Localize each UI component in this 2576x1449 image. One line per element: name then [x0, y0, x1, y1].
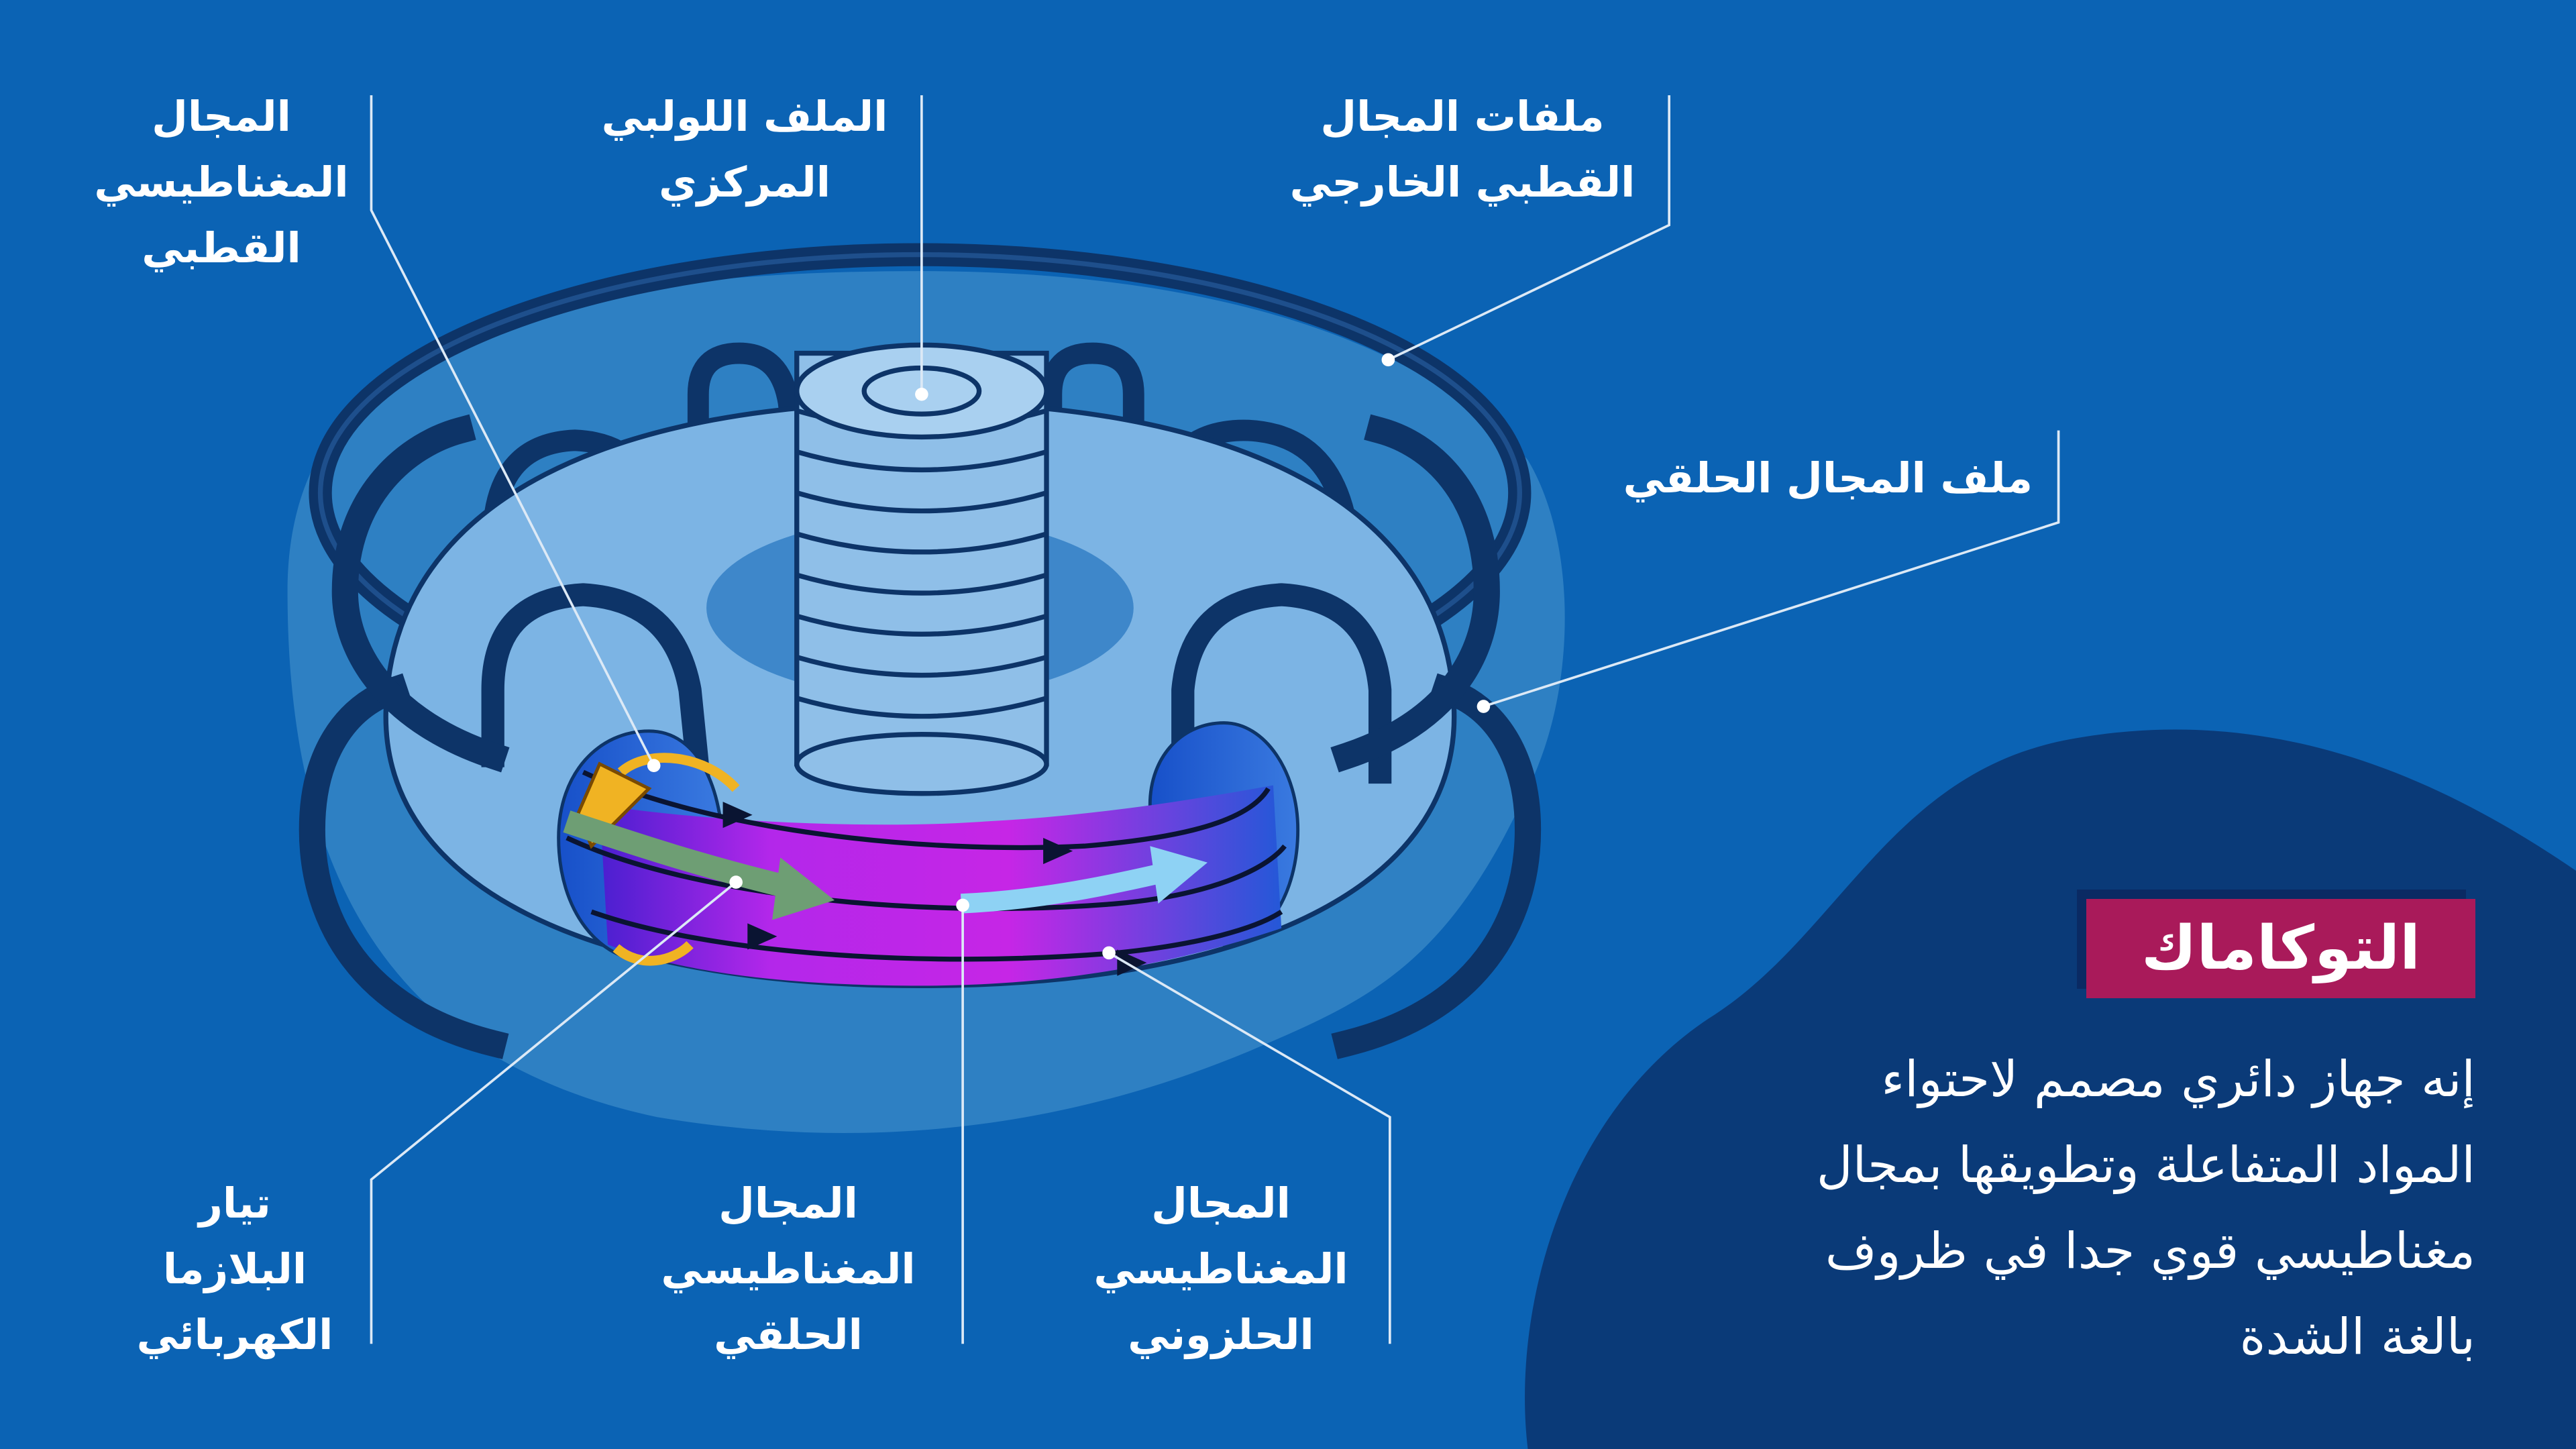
panel-description: إنه جهاز دائري مصمم لاحتواء المواد المتف… — [1816, 1051, 2475, 1366]
leader-lines — [370, 95, 2060, 1344]
central-solenoid — [794, 342, 1049, 796]
label-central-solenoid: الملف اللولبي المركزي — [601, 92, 888, 207]
label-helical-field: المجال المغناطيسي الحلزوني — [1093, 1179, 1348, 1359]
label-toroidal-field: المجال المغناطيسي الحلقي — [661, 1179, 916, 1359]
leader-dots — [647, 353, 1491, 960]
label-outer-poloidal-coils: ملفات المجال القطبي الخارجي — [1289, 92, 1635, 207]
label-poloidal-field: المجال المغناطيسي القطبي — [94, 92, 349, 272]
side-toroidal-coils — [481, 583, 1392, 785]
label-plasma-current: تيار البلازما الكهربائي — [136, 1179, 333, 1359]
field-line-arrowheads — [722, 802, 1147, 976]
helical-field-arrow — [960, 846, 1208, 914]
front-toroidal-coils — [299, 414, 1542, 1059]
label-toroidal-coil: ملف المجال الحلقي — [1623, 453, 2033, 502]
toroidal-field-arrow — [563, 810, 835, 920]
panel-title: التوكاماك — [2086, 899, 2475, 998]
